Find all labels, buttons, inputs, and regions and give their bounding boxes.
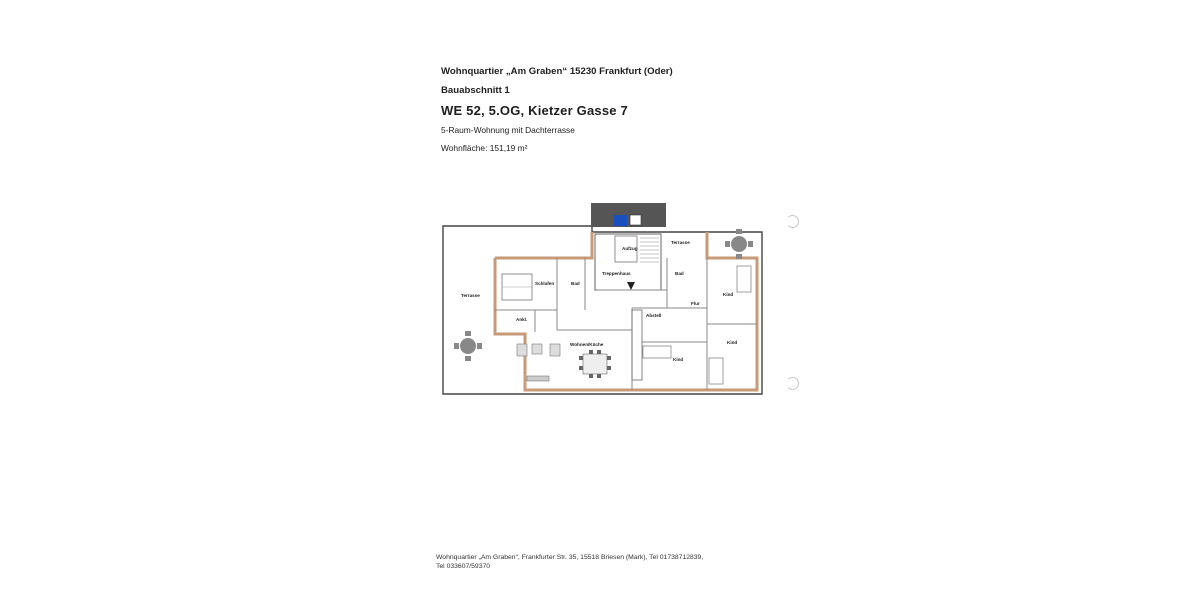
construction-phase: Bauabschnitt 1 [441,85,510,96]
terrace-table-top [725,229,753,259]
room-bad-2: Bad [675,271,684,276]
stair-marker [629,214,642,226]
room-schlafen: Schlafen [535,281,554,286]
room-kind-2: Kind [727,340,737,345]
elevator-marker [614,215,627,226]
bed-kind-3 [642,345,672,359]
room-wohnen: Wohnen/Küche [570,342,604,347]
room-flur: Flur [691,301,700,306]
floor-plan: Aufzug Treppenhaus Terrasse Terrasse Sch… [442,203,763,395]
room-bad-1: Bad [571,281,580,286]
sofa [516,343,528,357]
room-ankl: Ankl. [516,317,527,322]
document-page [415,0,795,600]
room-kind-3: Kind [673,357,683,362]
room-terrasse-left: Terrasse [461,293,480,298]
room-kind-1: Kind [723,292,733,297]
punch-hole-bottom [786,377,799,390]
room-treppenhaus: Treppenhaus [602,271,631,276]
kitchen-counter [631,309,643,381]
terrace-table-left [454,331,482,361]
living-area: Wohnfläche: 151,19 m² [441,143,528,153]
entry-arrow [627,282,635,290]
bed-kind-2 [708,357,724,385]
room-aufzug: Aufzug [622,246,638,251]
elevator-shaft [614,235,638,263]
footer-contact: Wohnquartier „Am Graben“, Frankfurter St… [436,553,736,571]
bed-kind-1 [736,265,752,293]
interior-walls [495,258,757,390]
unit-description: 5-Raum-Wohnung mit Dachterrasse [441,125,575,135]
dining-table [579,350,611,378]
room-abstell: Abstell [646,313,661,318]
roof-block [591,203,666,227]
punch-hole-top [786,215,799,228]
footer-line-1: Wohnquartier „Am Graben“, Frankfurter St… [436,554,704,561]
apartment-walls [493,232,759,392]
stair-steps [640,237,659,263]
footer-line-2: Tel 033607/59370 [436,563,491,570]
room-terrasse-top: Terrasse [671,240,690,245]
project-name: Wohnquartier „Am Graben“ 15230 Frankfurt… [441,66,673,77]
unit-title: WE 52, 5.OG, Kietzer Gasse 7 [441,103,628,118]
